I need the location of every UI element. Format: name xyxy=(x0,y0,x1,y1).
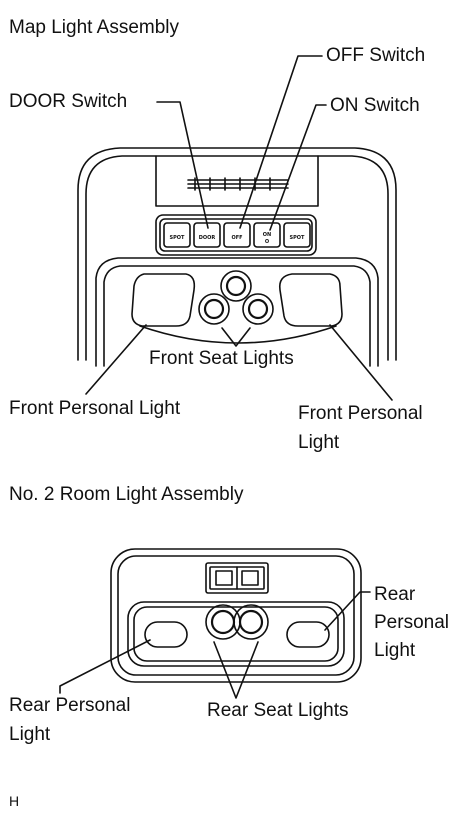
figure-code: H xyxy=(9,793,20,809)
rear-personal-light-right-line2: Personal xyxy=(374,612,449,633)
rear-seat-lights-label: Rear Seat Lights xyxy=(207,700,349,721)
switch-text-off: OFF xyxy=(231,235,242,241)
front-personal-lens-right xyxy=(278,273,343,327)
room-leader-lines xyxy=(59,591,371,699)
map-light-housing xyxy=(77,147,397,361)
room-switch xyxy=(205,562,269,594)
front-seat-lights-label: Front Seat Lights xyxy=(149,348,294,369)
front-personal-light-left-label: Front Personal Light xyxy=(9,398,181,419)
rear-personal-light-right-line3: Light xyxy=(374,640,416,661)
front-personal-light-right-label-line2: Light xyxy=(298,432,340,453)
switch-panel xyxy=(155,214,317,256)
rear-seat-lamps xyxy=(205,604,269,640)
switch-text-on: ON xyxy=(263,232,271,238)
switch-text-spot-left: SPOT xyxy=(170,235,186,241)
room-light-assembly-title: No. 2 Room Light Assembly xyxy=(9,484,244,505)
map-light-assembly-title: Map Light Assembly xyxy=(9,17,180,38)
switch-text-on-symbol: O xyxy=(265,239,269,245)
front-personal-light-right-label-line1: Front Personal xyxy=(298,403,423,424)
rear-personal-lenses xyxy=(144,621,330,648)
room-light-housing xyxy=(110,548,362,683)
door-switch-label: DOOR Switch xyxy=(9,91,128,112)
rear-personal-light-left-line2: Light xyxy=(9,724,51,745)
front-seat-lamps xyxy=(198,270,274,325)
on-switch-label: ON Switch xyxy=(330,95,420,116)
room-lens-area xyxy=(127,601,345,667)
switch-text-spot-right: SPOT xyxy=(290,235,306,241)
front-personal-lens-left xyxy=(131,273,196,327)
rear-personal-light-left-line1: Rear Personal xyxy=(9,695,131,716)
rear-personal-light-right-line1: Rear xyxy=(374,584,416,605)
map-leader-lines xyxy=(85,55,393,401)
switch-text-door: DOOR xyxy=(199,235,216,241)
off-switch-label: OFF Switch xyxy=(326,45,426,66)
